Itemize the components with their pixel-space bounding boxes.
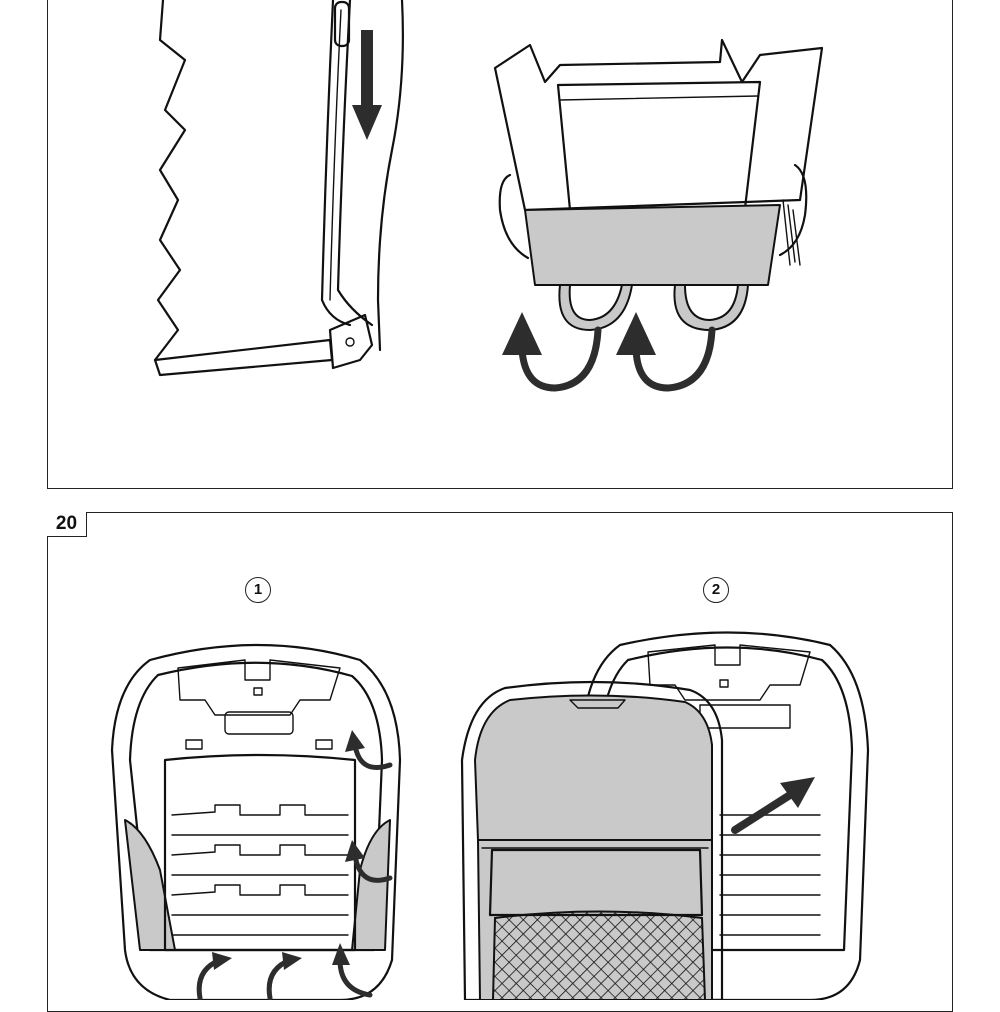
left-strap-loop [558,284,633,331]
cushion-cover-illustration [493,38,824,392]
bracket-hole [345,337,355,347]
cover-seam [559,95,759,101]
cover-outer-edge [376,0,404,352]
gray-cushion-band [524,204,781,286]
diagonal-arrow [731,791,794,834]
zipper-left-edge [320,0,352,327]
right-gray-pad [351,819,391,951]
left-gray-pad [124,819,176,951]
slot-rect [224,711,294,735]
arrow-top-right-head-icon [345,730,365,752]
top-illustration-panel [47,0,953,489]
curved-arrow-left [518,326,602,392]
cover-inner-panel [556,80,762,212]
arrow-bottom-3 [337,957,373,998]
right-hole [315,739,333,750]
frame-2-headrest-cutout [647,644,811,701]
down-arrow-icon [352,30,382,140]
figure-marker-1: 1 [245,577,271,603]
frame-outer-shell [110,643,402,1000]
left-hole [185,739,203,750]
step-number-label: 20 [47,512,87,537]
bracket [328,313,374,370]
cover-back-flaps [493,38,824,212]
arrow-bottom-2-head-icon [282,952,302,970]
arrow-bottom-3-head-icon [332,943,350,965]
fabric-torn-edge [153,0,187,362]
curved-arrow-left-head-icon [502,312,542,355]
frame-2-small-slot [719,679,729,688]
small-slot [253,687,263,696]
arrow-mid-right-head-icon [345,840,365,862]
arrow-mid-right [352,852,393,883]
seat-side-zipper-illustration [153,0,404,377]
zipper-pull-icon [333,0,351,48]
backrest-area [163,753,357,952]
backrest-slats [171,804,349,936]
cover-gray-top [474,694,713,841]
right-side-flap [778,163,808,257]
frame-inner-shell [128,661,384,952]
zipper-right-edge [336,0,374,327]
curved-arrow-right-head-icon [616,312,656,355]
diagonal-arrow-head-icon [780,777,815,808]
seat-back-frame-2 [460,631,870,1000]
cover-outer [460,680,724,1000]
headrest-cutout [177,659,341,716]
arrow-bottom-1-head-icon [212,952,232,970]
cover-tab [569,699,626,709]
seat-base-plate [153,338,334,377]
left-side-flap [498,173,530,260]
right-strap-loop [673,284,749,331]
seat-back-frame-1 [110,643,402,1000]
curved-arrow-right [632,326,716,392]
figure-marker-2: 2 [703,577,729,603]
cover-pocket [488,848,704,917]
mesh-net [491,910,707,1000]
fringe [782,199,801,266]
frame-2-slats [719,814,821,936]
